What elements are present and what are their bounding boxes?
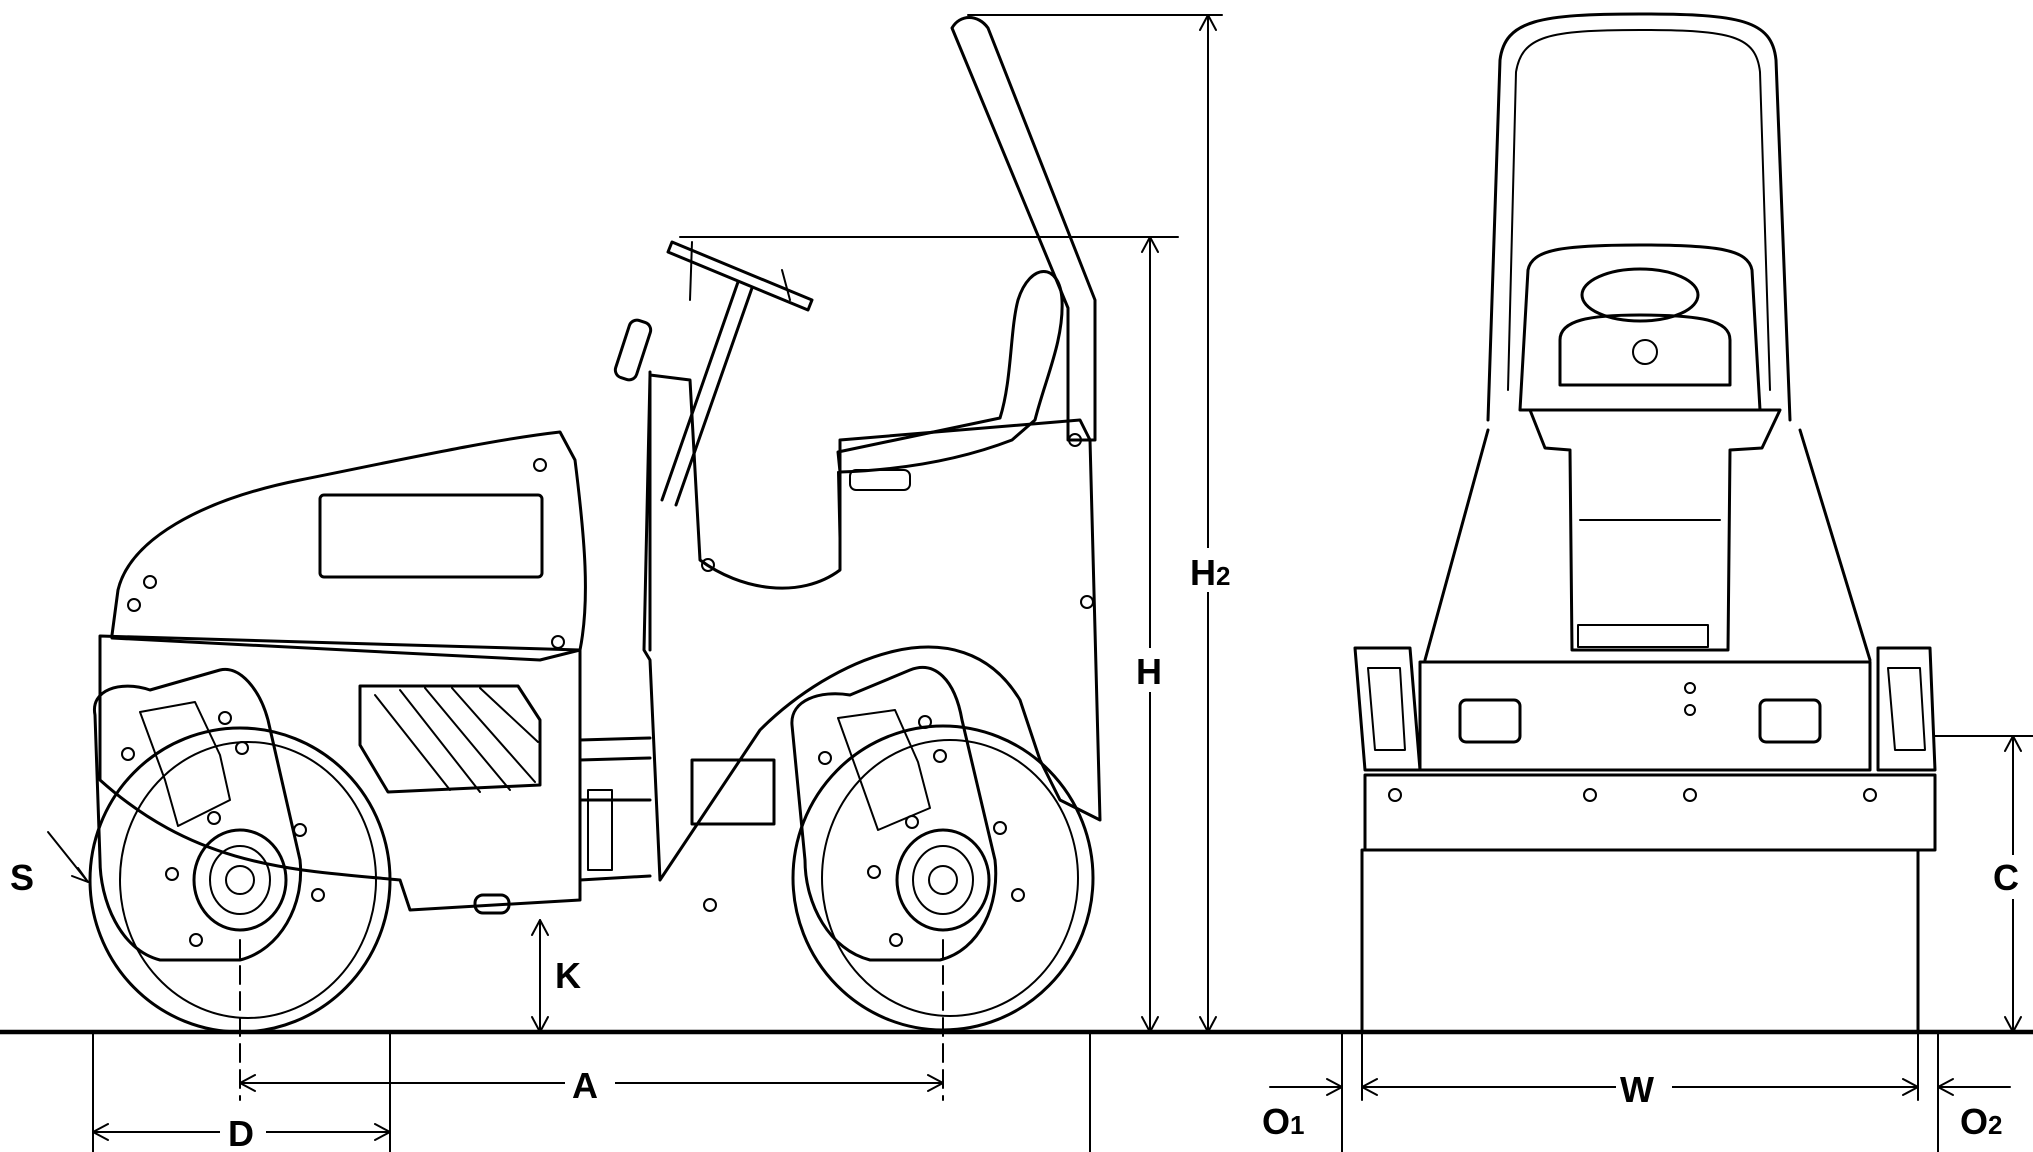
- dimension-a: A: [239, 1062, 944, 1106]
- front-seat: [1518, 243, 1762, 412]
- label-w: W: [1620, 1069, 1654, 1110]
- grille-panel: [358, 684, 542, 794]
- front-view: C W O1 O2: [1262, 12, 2033, 1152]
- label-s: S: [10, 857, 34, 898]
- front-steering-wheel: [1580, 267, 1700, 323]
- tow-hook: [473, 893, 511, 915]
- engine-hood: [110, 430, 587, 662]
- label-k: K: [555, 955, 581, 996]
- frame-panel: [690, 758, 776, 826]
- dimension-h: H: [679, 236, 1179, 1033]
- dimension-d: D: [92, 1031, 391, 1152]
- rops-bar: [950, 16, 1097, 442]
- label-a: A: [572, 1065, 598, 1106]
- dimension-k: K: [531, 919, 581, 1033]
- steering-wheel: [666, 240, 814, 312]
- front-frame: [1418, 660, 1872, 772]
- front-rops: [1486, 12, 1792, 422]
- dimension-s: S: [10, 831, 89, 898]
- label-o1: O1: [1262, 1101, 1304, 1142]
- front-scraper-plate: [790, 666, 998, 962]
- engine-body: [98, 634, 582, 912]
- operator-seat: [836, 270, 1064, 474]
- front-drum-face: [1360, 848, 1920, 1034]
- front-console: [1528, 408, 1782, 652]
- dimension-w: W: [1361, 1031, 1919, 1110]
- dimension-o2: O2: [1937, 1031, 2011, 1152]
- dimension-o1: O1: [1262, 1031, 1343, 1152]
- seat-handle: [849, 469, 911, 491]
- label-d: D: [228, 1113, 254, 1152]
- brand-logo: [1632, 339, 1658, 365]
- front-left-tower: [1353, 646, 1422, 772]
- label-c: C: [1993, 857, 2019, 898]
- hood-window: [318, 493, 544, 579]
- front-drum: [791, 724, 1095, 1032]
- front-right-tower: [1876, 646, 1937, 772]
- operator-platform: [642, 373, 1102, 882]
- rear-scraper-plate: [93, 667, 303, 962]
- rear-drum: [88, 726, 392, 1034]
- steering-column: [660, 280, 754, 507]
- articulation-joint: [578, 736, 652, 882]
- label-h2: H2: [1190, 552, 1230, 593]
- label-h: H: [1136, 651, 1162, 692]
- control-lever: [613, 318, 653, 382]
- dimension-h2: H2: [967, 14, 1242, 1033]
- side-view: H2 H K S A: [10, 14, 1242, 1152]
- front-body-sides: [1423, 428, 1872, 662]
- dimension-c: C: [1934, 735, 2033, 1033]
- front-drum-mount: [1363, 773, 1937, 852]
- label-o2: O2: [1960, 1101, 2002, 1142]
- front-seat-cushion: [1558, 313, 1732, 387]
